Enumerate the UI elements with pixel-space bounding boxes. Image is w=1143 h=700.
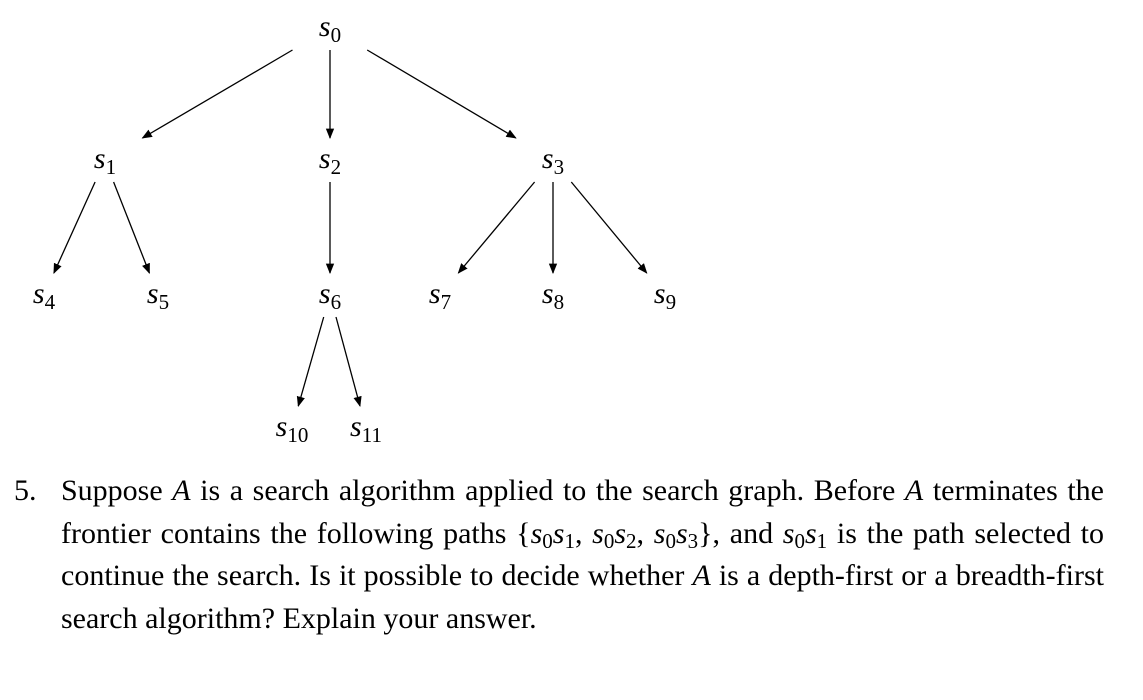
node-s10: s10 <box>276 410 309 447</box>
edge-s6-s10 <box>296 316 325 408</box>
node-s11: s11 <box>350 410 382 447</box>
node-s5: s5 <box>147 277 169 314</box>
node-s6: s6 <box>319 277 341 314</box>
edge-s0-s1 <box>141 49 293 139</box>
edges <box>53 49 648 408</box>
node-s3: s3 <box>542 142 564 179</box>
edge-s0-s3 <box>366 49 517 139</box>
search-tree-diagram: s0 s1 s2 s3 s4 s5 s6 s7 s8 s9 s10 s11 <box>33 10 676 447</box>
edge-s3-s7 <box>457 181 536 274</box>
node-s7: s7 <box>429 277 451 314</box>
node-s1: s1 <box>94 142 116 179</box>
edge-s1-s4 <box>53 181 96 274</box>
node-s4: s4 <box>33 277 56 314</box>
nodes: s0 s1 s2 s3 s4 s5 s6 s7 s8 s9 s10 s11 <box>33 10 676 447</box>
edge-s1-s5 <box>112 181 151 274</box>
node-s0: s0 <box>319 10 341 47</box>
node-s2: s2 <box>319 142 341 179</box>
edge-s3-s9 <box>570 181 648 274</box>
edge-s6-s11 <box>335 316 362 408</box>
node-s9: s9 <box>654 277 676 314</box>
node-s8: s8 <box>542 277 564 314</box>
question-5: 5. Suppose A is a search algorithm appli… <box>14 470 1104 640</box>
question-body: Suppose A is a search algorithm applied … <box>61 474 1105 635</box>
question-number: 5. <box>14 474 37 507</box>
